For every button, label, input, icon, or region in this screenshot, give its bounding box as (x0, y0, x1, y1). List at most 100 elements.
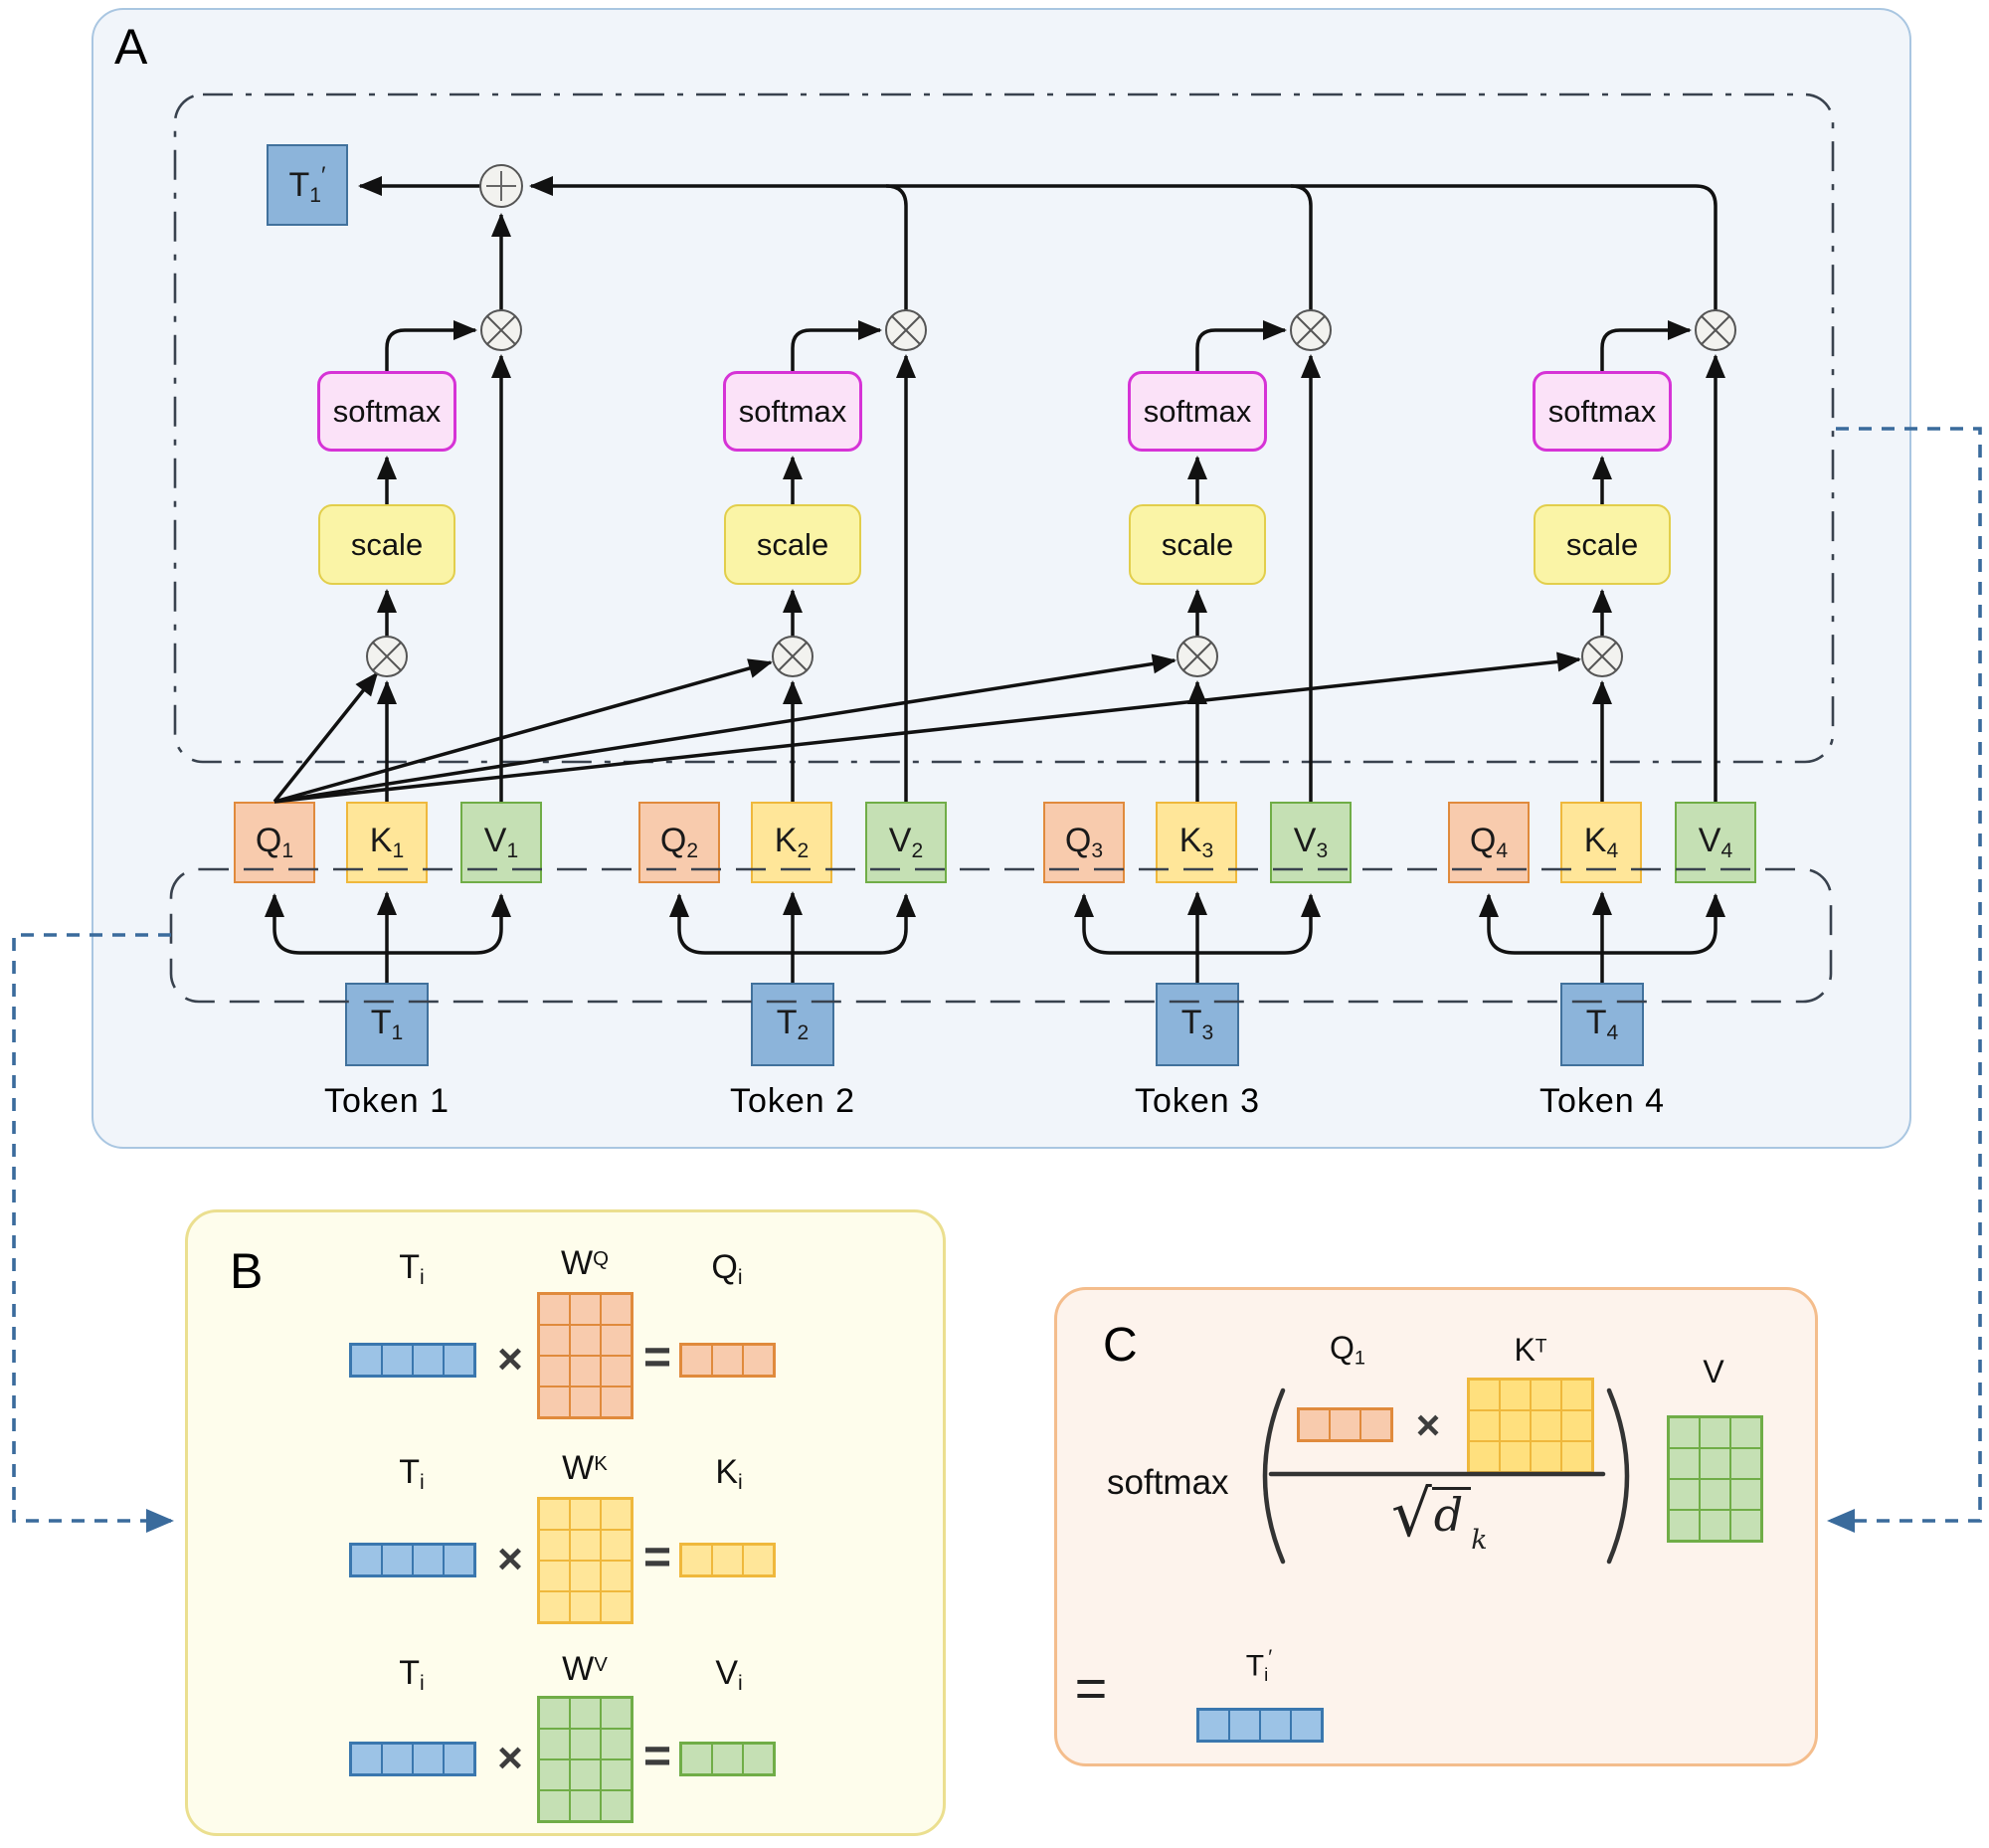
b-row1-weight-label: WQ (561, 1244, 609, 1282)
c-q1-label: Q1 (1330, 1330, 1365, 1370)
matrix-cell (351, 1744, 382, 1774)
q4-box: Q4 (1448, 802, 1530, 883)
matrix-cell (570, 1294, 601, 1325)
k3-box: K3 (1156, 802, 1237, 883)
matrix-cell (413, 1545, 444, 1575)
k4-box: K4 (1560, 802, 1642, 883)
matrix-cell (1700, 1479, 1730, 1510)
matrix-cell (570, 1591, 601, 1622)
matrix-cell (601, 1325, 632, 1356)
matrix-cell (570, 1790, 601, 1821)
matrix-cell (1531, 1410, 1561, 1441)
token-3-caption: Token 3 (1134, 1082, 1261, 1120)
b-row2-output-label: Ki (715, 1453, 743, 1494)
scale-box-1: scale (318, 504, 455, 585)
matrix-cell (1561, 1410, 1592, 1441)
b-row1-weight-matrix (537, 1292, 633, 1419)
b-row2-equals: = (642, 1531, 672, 1584)
b-row3-output-label: Vi (715, 1654, 743, 1695)
matrix-cell (570, 1698, 601, 1729)
token-1-caption: Token 1 (323, 1082, 451, 1120)
b-row1-output-vector (679, 1343, 776, 1378)
b-row2-weight-label: WK (562, 1449, 608, 1487)
matrix-cell (1469, 1410, 1500, 1441)
matrix-cell (444, 1545, 474, 1575)
matrix-cell (539, 1729, 570, 1759)
matrix-cell (570, 1356, 601, 1386)
matrix-cell (570, 1386, 601, 1417)
matrix-cell (1260, 1710, 1291, 1741)
matrix-cell (1669, 1479, 1700, 1510)
matrix-cell (1561, 1441, 1592, 1472)
matrix-cell (1700, 1510, 1730, 1541)
b-row3-weight-matrix (537, 1696, 633, 1823)
panel-c-label: C (1103, 1319, 1138, 1372)
b-row2-output-vector (679, 1543, 776, 1577)
matrix-cell (539, 1386, 570, 1417)
matrix-cell (601, 1386, 632, 1417)
panel-b-label: B (230, 1243, 264, 1299)
matrix-cell (413, 1744, 444, 1774)
matrix-cell (601, 1790, 632, 1821)
matrix-cell (1700, 1417, 1730, 1448)
matrix-cell (601, 1356, 632, 1386)
matrix-cell (444, 1744, 474, 1774)
matrix-cell (539, 1591, 570, 1622)
c-kt-matrix (1467, 1378, 1594, 1474)
matrix-cell (601, 1698, 632, 1729)
matrix-cell (1730, 1417, 1761, 1448)
matrix-cell (601, 1530, 632, 1561)
matrix-cell (1669, 1510, 1700, 1541)
b-row3-input-vector (349, 1742, 476, 1776)
t3-box: T3 (1156, 983, 1239, 1066)
matrix-cell (1360, 1409, 1391, 1440)
k2-box: K2 (751, 802, 832, 883)
matrix-cell (351, 1345, 382, 1376)
matrix-cell (444, 1345, 474, 1376)
matrix-cell (1500, 1441, 1531, 1472)
matrix-cell (681, 1545, 712, 1575)
c-softmax-text: softmax (1107, 1463, 1229, 1502)
softmax-box-4: softmax (1533, 371, 1672, 452)
v4-box: V4 (1675, 802, 1756, 883)
matrix-cell (539, 1530, 570, 1561)
scale-box-4: scale (1534, 504, 1671, 585)
b-row3-input-label: Ti (399, 1654, 425, 1695)
v1-box: V1 (460, 802, 542, 883)
token-2-caption: Token 2 (729, 1082, 856, 1120)
v2-box: V2 (865, 802, 947, 883)
matrix-cell (1561, 1380, 1592, 1410)
matrix-cell (382, 1345, 413, 1376)
matrix-cell (539, 1698, 570, 1729)
matrix-cell (601, 1591, 632, 1622)
matrix-cell (601, 1294, 632, 1325)
matrix-cell (570, 1759, 601, 1790)
matrix-cell (1669, 1448, 1700, 1479)
b-row3-weight-label: WV (562, 1650, 608, 1688)
q2-box: Q2 (638, 802, 720, 883)
matrix-cell (601, 1729, 632, 1759)
c-equals: = (1074, 1656, 1108, 1720)
matrix-cell (1198, 1710, 1229, 1741)
k1-box: K1 (346, 802, 428, 883)
t2-box: T2 (751, 983, 834, 1066)
matrix-cell (681, 1744, 712, 1774)
matrix-cell (539, 1790, 570, 1821)
matrix-cell (1469, 1380, 1500, 1410)
b-row2-times: × (497, 1535, 523, 1583)
b-row1-times: × (497, 1335, 523, 1384)
panel-a-label: A (114, 19, 148, 75)
softmax-box-1: softmax (317, 371, 456, 452)
q1-box: Q1 (234, 802, 315, 883)
matrix-cell (539, 1325, 570, 1356)
matrix-cell (1469, 1441, 1500, 1472)
softmax-box-3: softmax (1128, 371, 1267, 452)
matrix-cell (1229, 1710, 1260, 1741)
matrix-cell (712, 1345, 743, 1376)
matrix-cell (382, 1545, 413, 1575)
c-v-matrix (1667, 1415, 1763, 1543)
matrix-cell (1730, 1510, 1761, 1541)
c-output-label: Ti′ (1245, 1646, 1273, 1685)
panel-b-projections: B Ti WQ Qi × = Ti WK Ki × = Ti WV Vi × = (185, 1209, 946, 1836)
